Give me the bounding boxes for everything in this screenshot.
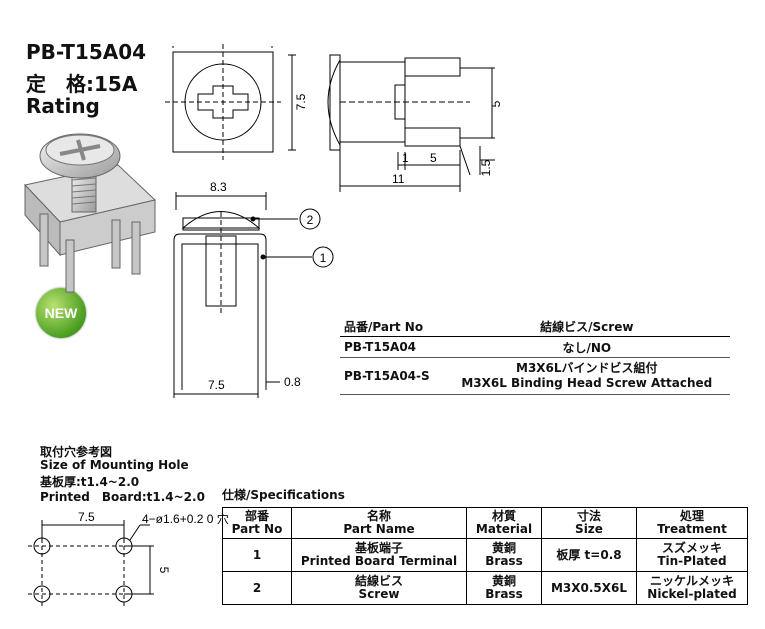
parts-cell: M3X6Lバインドビス組付 M3X6L Binding Head Screw A… — [443, 357, 730, 395]
dim-side-offset-1: 1 — [402, 151, 409, 165]
spec-part-no: 2 — [222, 571, 292, 605]
model-title: PB-T15A04 — [26, 40, 147, 64]
parts-table-header: 品番/Part No 結線ビス/Screw — [340, 316, 730, 337]
dim-hole-spec: 4−ø1.6+0.2 0 穴 — [142, 511, 229, 526]
callout-1: 1 — [320, 251, 327, 265]
parts-header-screw: 結線ビス/Screw — [443, 316, 730, 337]
dim-pin-thickness: 0.8 — [284, 375, 301, 389]
spec-size: 板厚 t=0.8 — [541, 538, 637, 572]
parts-table: 品番/Part No 結線ビス/Screw PB-T15A04 なし/NO PB… — [340, 316, 730, 395]
dim-top-height: 7.5 — [294, 93, 308, 110]
parts-cell: PB-T15A04 — [340, 336, 444, 358]
specs-title: 仕様/Specifications — [222, 488, 345, 502]
spec-part-no: 1 — [222, 538, 292, 572]
product-illustration — [24, 133, 157, 293]
mounting-title-jp: 取付穴参考図 — [40, 445, 113, 459]
side-view — [327, 54, 495, 192]
mounting-board-jp: 基板厚:t1.4~2.0 — [40, 475, 140, 489]
spec-size: M3X0.5X6L — [541, 571, 637, 605]
new-badge: NEW — [36, 288, 86, 338]
dim-front-width: 8.3 — [210, 180, 227, 194]
front-view — [173, 192, 334, 398]
dim-side-pin-spacing: 5 — [489, 100, 503, 107]
parts-cell: なし/NO — [443, 336, 730, 358]
dim-side-height-15: 1.5 — [479, 159, 493, 176]
parts-cell: PB-T15A04-S — [340, 357, 444, 395]
rating-english: Rating — [26, 94, 100, 118]
screw-jp: M3X6Lバインドビス組付 — [516, 361, 658, 375]
mounting-title-en: Size of Mounting Hole — [40, 458, 189, 472]
dim-side-offset-5: 5 — [430, 151, 437, 165]
rating-label: 定 格:15A — [26, 72, 138, 96]
dim-front-pin-spacing: 7.5 — [208, 378, 225, 392]
top-view — [165, 44, 281, 160]
dim-side-width-11: 11 — [392, 172, 405, 186]
dim-hole-spacing-x: 7.5 — [78, 510, 95, 524]
mounting-hole-drawing — [28, 520, 154, 608]
parts-header-part-no: 品番/Part No — [340, 316, 444, 337]
screw-en: M3X6L Binding Head Screw Attached — [461, 376, 713, 390]
mounting-board-en: Printed Board:t1.4~2.0 — [40, 490, 205, 504]
callout-2: 2 — [307, 213, 314, 227]
dim-hole-spacing-y: 5 — [157, 567, 171, 574]
table-row: PB-T15A04-S M3X6Lバインドビス組付 M3X6L Binding … — [340, 357, 730, 395]
table-row: PB-T15A04 なし/NO — [340, 336, 730, 358]
